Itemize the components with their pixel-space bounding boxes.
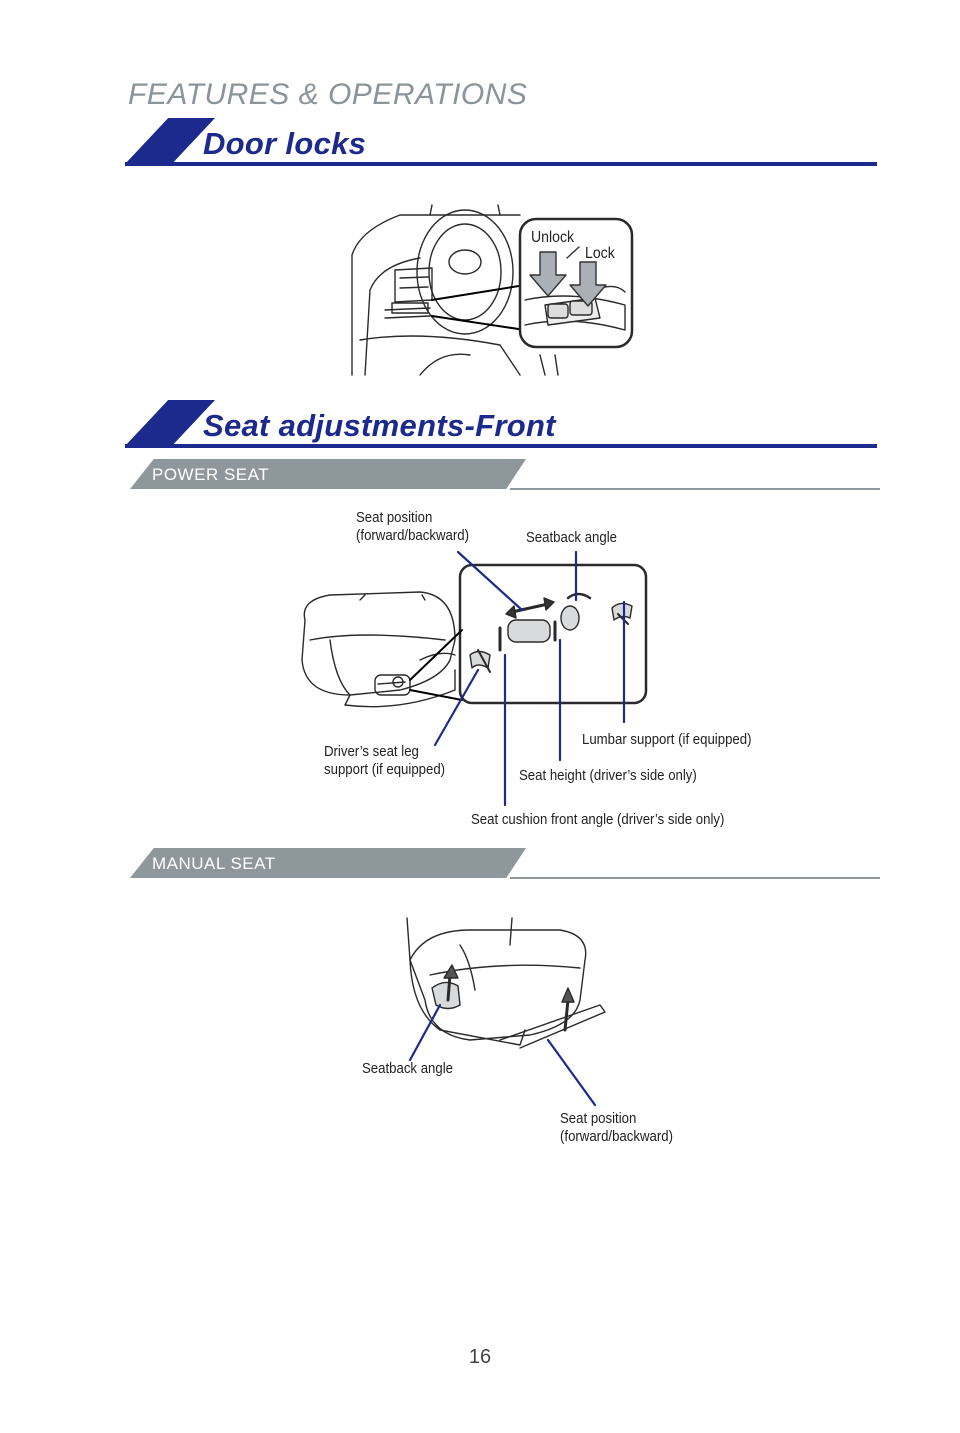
cushion-front-angle-label: Seat cushion front angle (driver’s side … — [471, 811, 725, 828]
door-lock-inset — [518, 217, 634, 349]
manual-seat-leaders — [408, 1003, 597, 1107]
seat-adjustments-title-bar: Seat adjustments-Front — [125, 396, 877, 448]
heading-line — [510, 488, 880, 490]
heading-band — [130, 459, 526, 489]
door-locks-title-bar: Door locks — [125, 114, 877, 166]
lumbar-support-label: Lumbar support (if equipped) — [582, 731, 752, 748]
section-title: FEATURES & OPERATIONS — [128, 78, 528, 111]
unlock-label: Unlock — [531, 229, 575, 246]
seat-height-label: Seat height (driver’s side only) — [519, 767, 697, 784]
heading-line — [510, 877, 880, 879]
page-number: 16 — [468, 1346, 492, 1368]
power-seat-position-label: Seat position (forward/backward) — [356, 509, 469, 544]
title-rule — [125, 444, 877, 448]
manual-seat-heading-bar: MANUAL SEAT — [130, 848, 880, 880]
title-rule — [125, 162, 877, 166]
lock-label: Lock — [585, 245, 615, 262]
power-seatback-angle-label: Seatback angle — [526, 529, 618, 546]
seat-adjustments-title: Seat adjustments-Front — [203, 408, 556, 443]
power-seat-heading: POWER SEAT — [152, 465, 270, 484]
door-locks-title: Door locks — [203, 126, 367, 161]
manual-seatback-angle-label: Seatback angle — [362, 1060, 454, 1077]
dashboard-illustration — [351, 204, 559, 376]
leg-support-label: Driver’s seat leg support (if equipped) — [324, 743, 446, 778]
power-seat-illustration — [301, 563, 648, 708]
manual-seat-illustration — [406, 917, 606, 1049]
heading-band — [130, 848, 526, 878]
manual-seat-position-label: Seat position (forward/backward) — [560, 1110, 673, 1145]
power-seat-heading-bar: POWER SEAT — [130, 459, 880, 491]
manual-seat-heading: MANUAL SEAT — [152, 854, 276, 873]
power-seat-leaders — [433, 550, 626, 807]
